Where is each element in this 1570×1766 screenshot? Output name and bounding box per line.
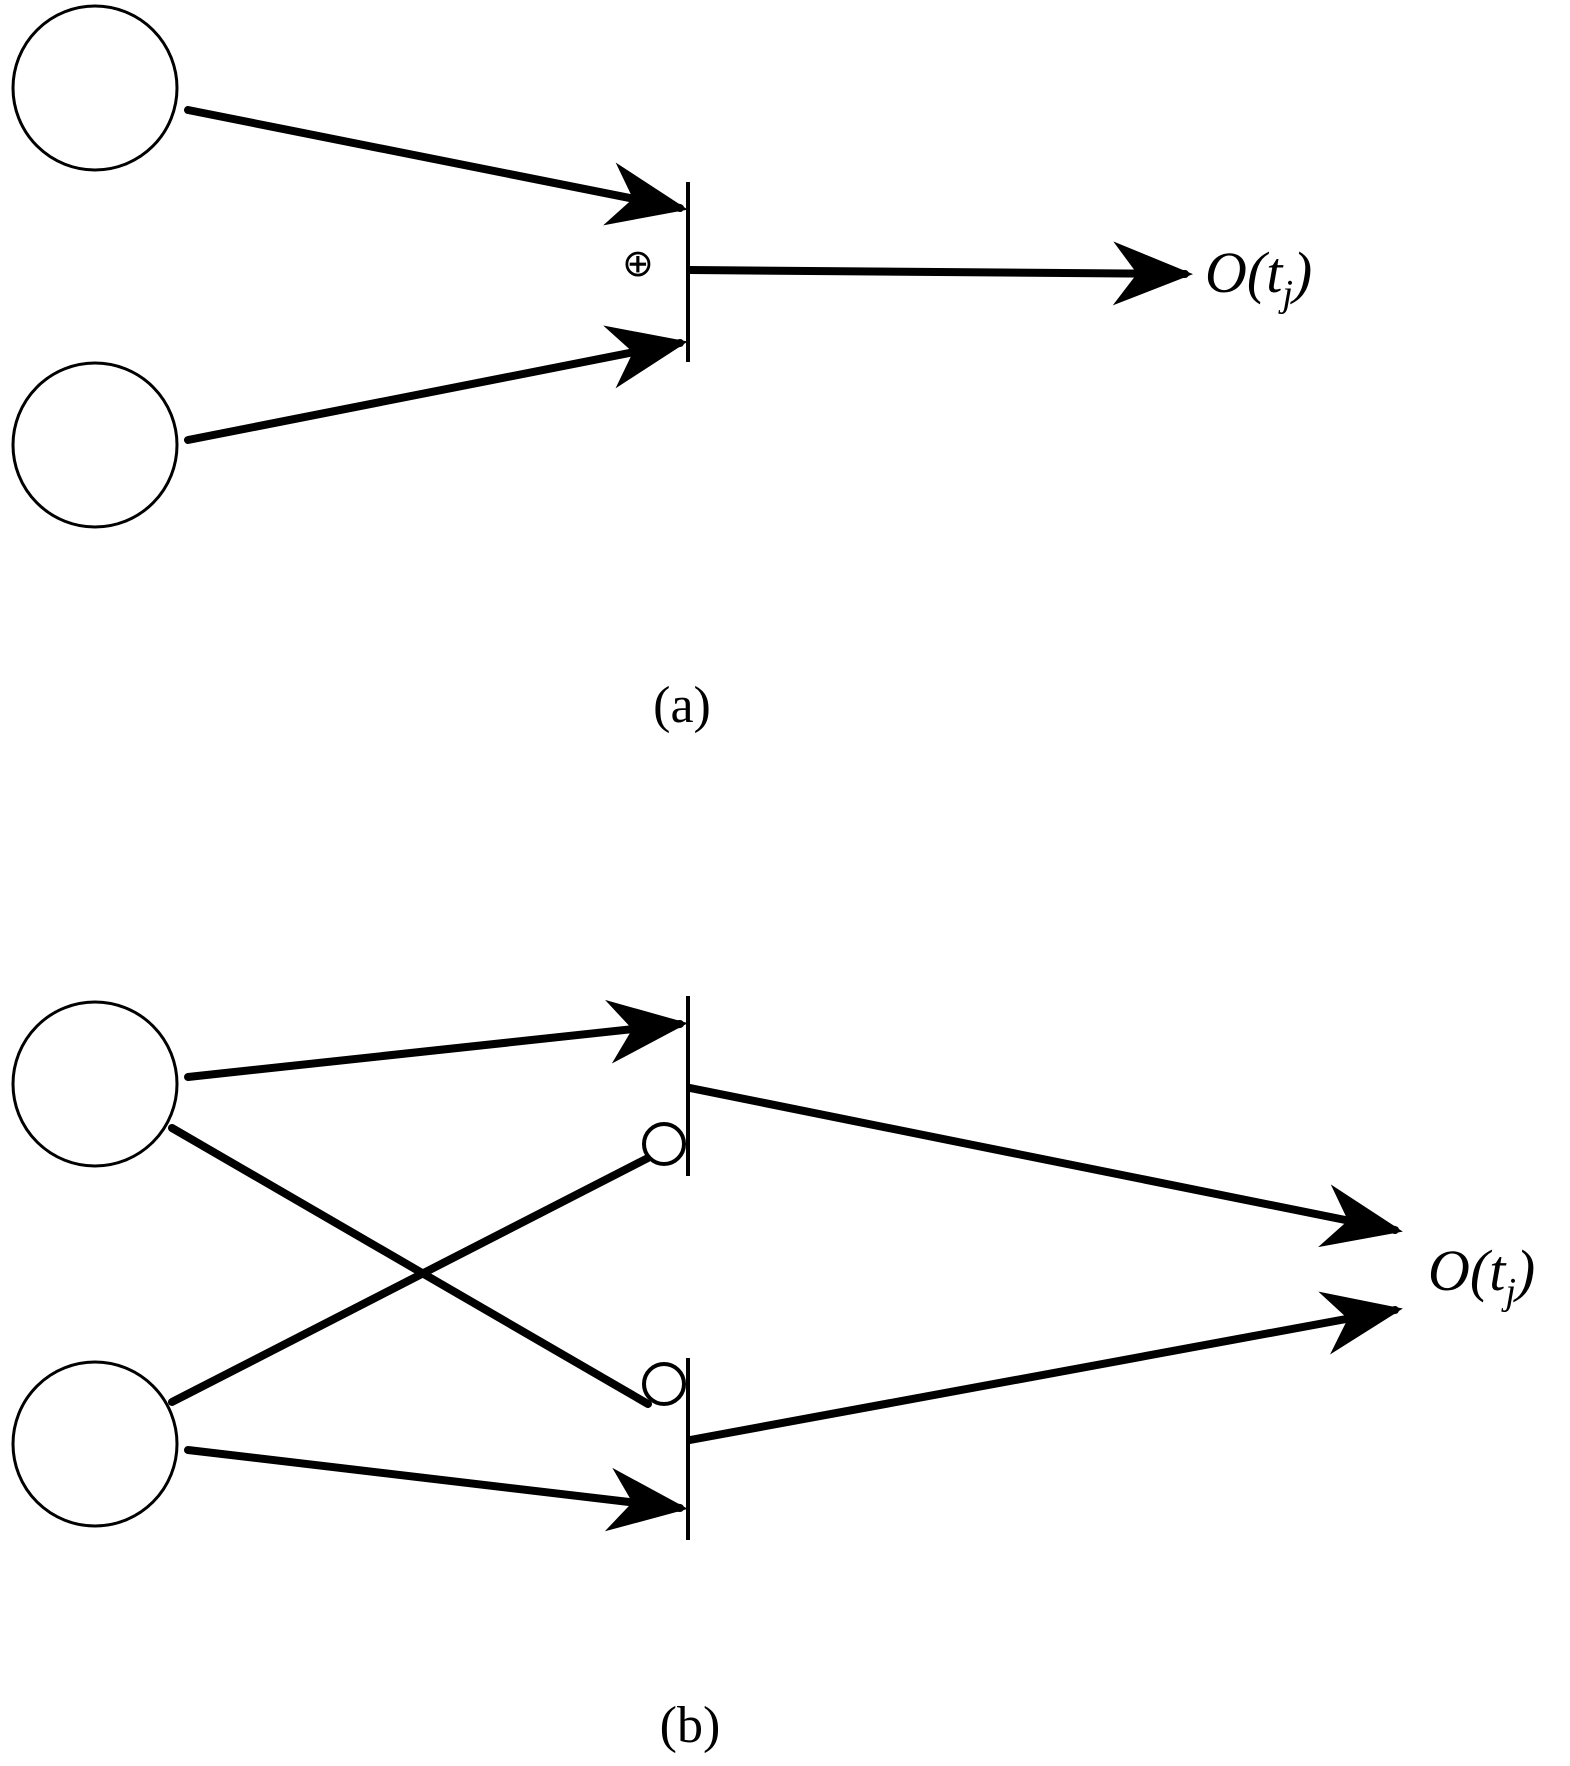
output-label-a: O(tj) bbox=[1205, 240, 1312, 315]
input-neuron-a2 bbox=[11, 361, 179, 529]
inhibitory-terminal-lower bbox=[642, 1362, 686, 1406]
edge-a1-to-synapse bbox=[184, 106, 688, 226]
panel-a: ⊕ O(tj) (a) bbox=[11, 4, 1312, 734]
output-label-b: O(tj) bbox=[1428, 1238, 1535, 1313]
caption-a: (a) bbox=[653, 677, 711, 734]
caption-b: (b) bbox=[660, 1697, 721, 1754]
edge-a-output bbox=[686, 241, 1193, 306]
edge-upper-to-output bbox=[686, 1084, 1403, 1248]
edge-b1-to-lower-inhibitory bbox=[168, 1124, 652, 1408]
excitatory-symbol: ⊕ bbox=[622, 241, 654, 285]
edge-a2-to-synapse bbox=[184, 325, 688, 444]
input-neuron-b2 bbox=[11, 1360, 179, 1528]
inhibitory-terminal-upper bbox=[642, 1122, 686, 1166]
edge-b2-to-lower bbox=[184, 1446, 688, 1532]
input-neuron-a1 bbox=[11, 4, 179, 172]
edge-b1-to-upper bbox=[184, 999, 688, 1081]
input-neuron-b1 bbox=[11, 1000, 179, 1168]
panel-b: O(tj) (b) bbox=[11, 996, 1535, 1754]
edge-b2-to-upper-inhibitory bbox=[168, 1154, 652, 1406]
edge-lower-to-output bbox=[686, 1291, 1403, 1444]
